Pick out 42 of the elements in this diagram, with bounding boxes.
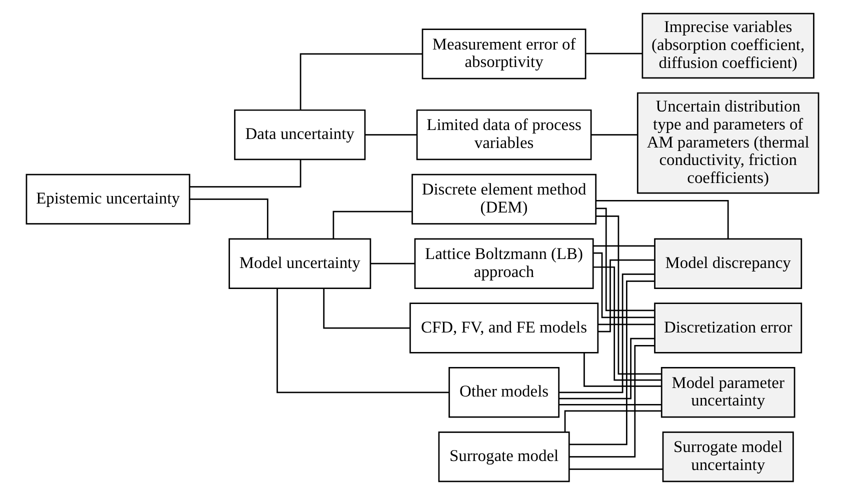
connector	[593, 252, 654, 318]
connector	[276, 288, 449, 394]
connector	[558, 404, 661, 406]
connector	[189, 198, 268, 239]
node-box: Discrete element method (DEM)	[411, 174, 596, 225]
node-box: Model uncertainty	[228, 238, 371, 289]
connector	[598, 324, 654, 326]
connector	[590, 134, 637, 136]
connector	[583, 353, 662, 387]
node-box: Limited data of process variables	[416, 109, 592, 160]
connector	[558, 273, 654, 394]
node-box: CFD, FV, and FE models	[408, 302, 598, 354]
node-box: Other models	[448, 367, 560, 418]
node-box: Model parameter uncertainty	[660, 367, 795, 418]
connector	[564, 410, 661, 432]
connector	[299, 53, 422, 110]
connector	[189, 160, 301, 188]
node-box: Uncertain distribution type and parameters of AM parameters (thermal conductivity, friction coefficients)	[636, 92, 819, 194]
node-box: Data uncertainty	[234, 109, 366, 160]
connector	[568, 280, 654, 446]
connector	[595, 215, 661, 375]
connector	[568, 344, 654, 458]
connector	[592, 245, 654, 247]
node-box: Lattice Boltzmann (LB) approach	[414, 238, 594, 289]
connector	[596, 200, 728, 239]
node-box: Discretization error	[654, 302, 802, 354]
connector	[598, 259, 654, 332]
connector	[586, 52, 642, 54]
connector	[322, 288, 410, 329]
node-box: Surrogate model uncertainty	[662, 431, 794, 482]
connector	[595, 208, 654, 312]
connector	[558, 338, 654, 400]
node-box: Measurement error of absorptivity	[421, 28, 586, 80]
connector	[364, 134, 416, 136]
node-box: Epistemic uncertainty	[25, 174, 190, 225]
node-box: Imprecise variables (absorption coefficient, diffusion coefficient)	[641, 12, 814, 79]
connector	[332, 210, 412, 239]
connector	[593, 266, 661, 381]
connector	[370, 262, 414, 264]
node-box: Model discrepancy	[654, 238, 802, 289]
connector	[568, 468, 662, 470]
node-box: Surrogate model	[438, 431, 570, 482]
